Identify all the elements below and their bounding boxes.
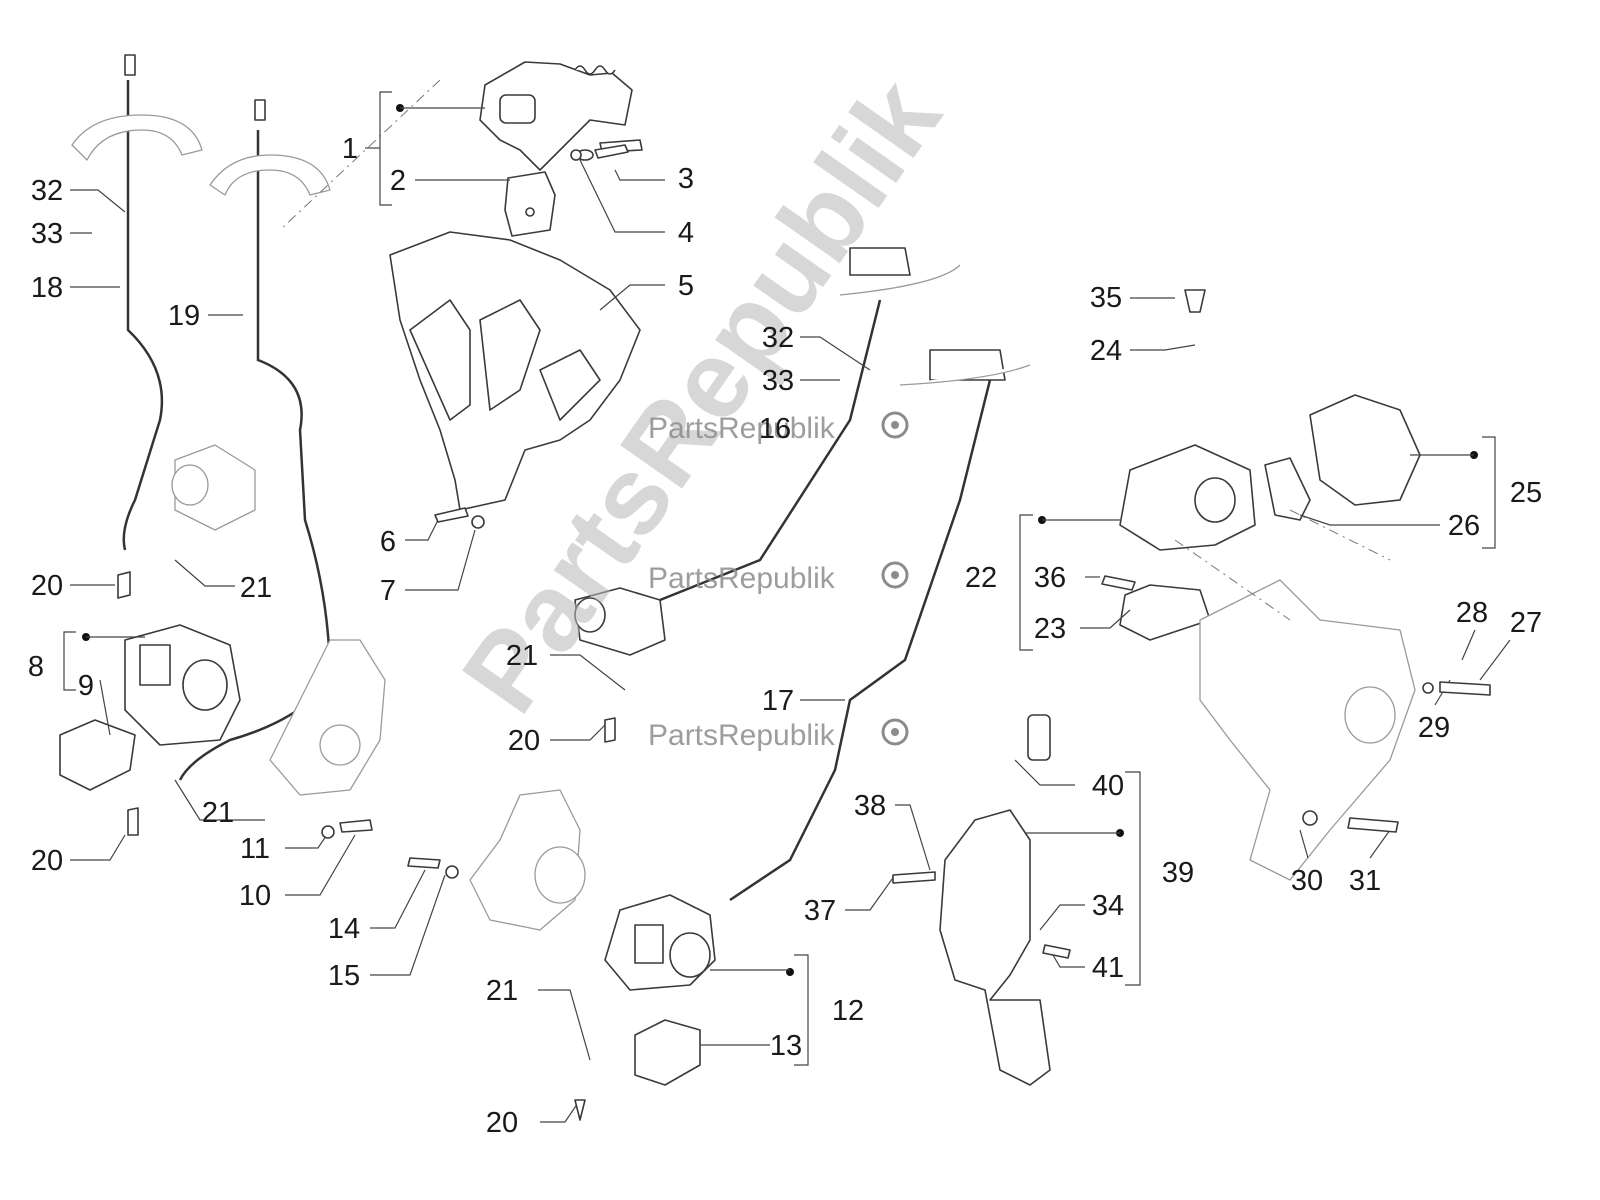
callout-18: 18	[31, 272, 63, 304]
callout-11: 11	[240, 833, 270, 865]
callout-25: 25	[1510, 477, 1542, 509]
callout-26: 26	[1448, 510, 1480, 542]
rear-pad-2	[504, 171, 556, 237]
callout-1: 1	[342, 133, 358, 165]
callout-36: 36	[1034, 562, 1066, 594]
callout-23: 23	[1034, 613, 1066, 645]
hose-16-reservoir	[839, 247, 1031, 386]
master-cylinder-center	[574, 587, 666, 656]
callout-31: 31	[1349, 865, 1381, 897]
callout-39: 39	[1162, 857, 1194, 889]
callout-38: 38	[854, 790, 886, 822]
gear-icon	[881, 561, 909, 589]
watermark-label-2: PartsRepublik	[648, 562, 836, 595]
callout-37: 37	[804, 895, 836, 927]
callout-16: 16	[759, 413, 791, 445]
pad-9	[59, 719, 136, 791]
callout-27: 27	[1510, 607, 1542, 639]
master-cylinder-left	[171, 444, 256, 531]
front-caliper-left-8	[124, 624, 241, 746]
callout-20: 20	[31, 845, 63, 877]
callout-19: 19	[168, 300, 200, 332]
callout-33: 33	[31, 218, 63, 250]
fork-bracket-center	[469, 789, 586, 931]
callout-17: 17	[762, 685, 794, 717]
callout-40: 40	[1092, 770, 1124, 802]
callout-33: 33	[762, 365, 794, 397]
brake-hose-18	[71, 54, 203, 551]
callout-30: 30	[1291, 865, 1323, 897]
caliper-25	[1264, 394, 1421, 521]
callout-20: 20	[486, 1107, 518, 1139]
fasteners	[117, 144, 1491, 1121]
callout-12: 12	[832, 995, 864, 1027]
callout-22: 22	[965, 562, 997, 594]
callout-41: 41	[1092, 952, 1124, 984]
callout-34: 34	[1092, 890, 1124, 922]
brake-pedal-39	[939, 714, 1051, 1086]
callout-21: 21	[486, 975, 518, 1007]
watermark-2: PartsRepublik	[648, 561, 909, 595]
callout-3: 3	[678, 163, 694, 195]
gear-icon	[881, 411, 909, 439]
pad-23	[1119, 584, 1211, 641]
brake-hose-17	[659, 299, 992, 902]
callout-5: 5	[678, 270, 694, 302]
callout-32: 32	[762, 322, 794, 354]
callout-35: 35	[1090, 282, 1122, 314]
callout-7: 7	[380, 575, 396, 607]
callout-4: 4	[678, 217, 694, 249]
callout-9: 9	[78, 670, 94, 702]
frame-bracket-right	[1199, 579, 1416, 881]
callout-29: 29	[1418, 712, 1450, 744]
watermark-label-3: PartsRepublik	[648, 719, 836, 752]
watermark-label-1: PartsRepublik	[648, 412, 836, 445]
disc-guard-5	[389, 231, 641, 511]
watermark-1: PartsRepublik	[648, 411, 909, 445]
pad-13	[634, 1019, 701, 1086]
rear-caliper-22	[1119, 444, 1256, 551]
callout-13: 13	[770, 1030, 802, 1062]
fork-bracket-left	[269, 639, 386, 796]
callout-8: 8	[28, 651, 44, 683]
callout-14: 14	[328, 913, 360, 945]
callout-20: 20	[508, 725, 540, 757]
callout-21: 21	[240, 572, 272, 604]
callout-10: 10	[239, 880, 271, 912]
callout-28: 28	[1456, 597, 1488, 629]
callout-21: 21	[506, 640, 538, 672]
callout-2: 2	[390, 165, 406, 197]
callout-32: 32	[31, 175, 63, 207]
callout-20: 20	[31, 570, 63, 602]
front-caliper-12	[604, 894, 716, 991]
callout-15: 15	[328, 960, 360, 992]
callout-24: 24	[1090, 335, 1122, 367]
watermark-3: PartsRepublik	[648, 718, 909, 752]
callout-21: 21	[202, 797, 234, 829]
callout-6: 6	[380, 526, 396, 558]
gear-icon	[881, 718, 909, 746]
